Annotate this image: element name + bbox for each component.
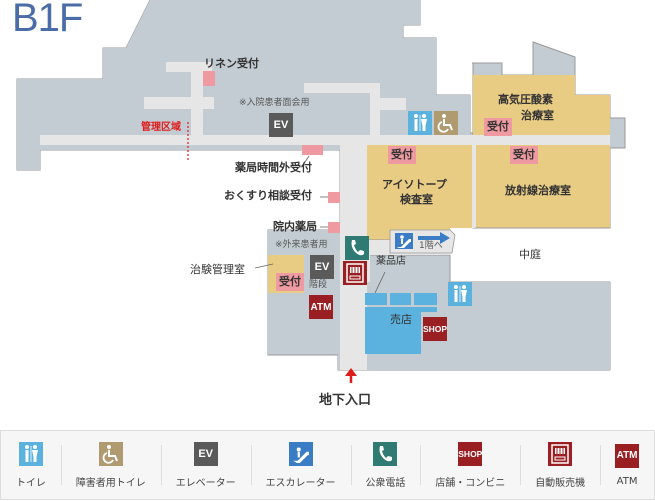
elevator-icon-outpatient: EV xyxy=(310,255,334,279)
legend-item-phone: 公衆電話 xyxy=(350,431,421,499)
reception-hyperbaric: 受付 xyxy=(484,118,512,136)
accessible-toilet-icon xyxy=(98,441,123,466)
escalator-icon xyxy=(288,441,313,466)
legend-item-toilet: トイレ xyxy=(1,431,61,499)
legend-label: 障害者用トイレ xyxy=(75,477,146,489)
reception-clinical-trial: 受付 xyxy=(276,273,304,291)
label-clinical-trial: 治験管理室 xyxy=(190,263,245,276)
legend-item-escalator: エスカレーター xyxy=(250,431,351,499)
legend-label: エスカレーター xyxy=(265,477,336,489)
label-isotope-2: 検査室 xyxy=(400,193,433,206)
phone-icon xyxy=(373,441,398,466)
legend-item-atm: ATM ATM xyxy=(600,431,654,499)
elevator-icon: EV xyxy=(193,441,218,466)
toilet-icon-upper xyxy=(408,111,432,135)
label-courtyard: 中庭 xyxy=(519,248,541,261)
vending-machine-icon xyxy=(548,441,573,466)
label-in-hospital-pharmacy: 院内薬局 xyxy=(273,220,317,233)
label-isotope-1: アイソトープ xyxy=(382,178,447,191)
elevator-icon-inpatient: EV xyxy=(269,113,293,137)
atm-icon: ATM xyxy=(309,295,333,319)
label-to-1f: 1階へ xyxy=(419,241,443,251)
phone-icon xyxy=(345,236,369,260)
escalator-icon xyxy=(395,233,413,249)
label-linen-reception: リネン受付 xyxy=(204,57,259,70)
label-hyperbaric-1: 高気圧酸素 xyxy=(498,93,553,106)
atm-icon: ATM xyxy=(615,443,640,468)
label-underground-entrance: 地下入口 xyxy=(319,393,372,408)
legend-item-shop: SHOP 店舗・コンビニ xyxy=(420,431,520,499)
shop-icon: SHOP xyxy=(423,317,447,341)
legend-label: トイレ xyxy=(15,477,46,489)
label-visitor-note: ※入院患者面会用 xyxy=(239,98,310,108)
legend-item-accessible-toilet: 障害者用トイレ xyxy=(60,431,161,499)
label-drugstore: 薬品店 xyxy=(376,256,406,267)
label-radiation-therapy: 放射線治療室 xyxy=(505,184,571,197)
legend-label: 店舗・コンビニ xyxy=(435,477,506,489)
label-restricted-area: 管理区域 xyxy=(141,122,181,133)
label-pharmacy-after-hours: 薬局時間外受付 xyxy=(235,161,312,174)
shop-icon: SHOP xyxy=(458,441,482,466)
label-hyperbaric-2: 治療室 xyxy=(521,109,554,122)
legend-item-vending-machine: 自動販売機 xyxy=(520,431,600,499)
toilet-icon-lower xyxy=(448,282,472,306)
legend-label: 公衆電話 xyxy=(365,477,406,489)
floor-map: B1F リネン受付 ※入院患者面会用 管理区域 薬局時間外受付 おくすり相談受付… xyxy=(12,0,626,408)
legend-label: エレベーター xyxy=(175,477,236,489)
floor-title: B1F xyxy=(12,0,83,40)
accessible-toilet-icon xyxy=(434,111,458,135)
toilet-icon xyxy=(18,441,43,466)
label-store: 売店 xyxy=(390,313,412,326)
label-medicine-consult: おくすり相談受付 xyxy=(224,189,312,202)
floor-plan-shapes xyxy=(16,0,626,383)
label-stairs: 階段 xyxy=(309,280,328,290)
legend-item-elevator: EV エレベーター xyxy=(160,431,251,499)
legend-label: 自動販売機 xyxy=(535,477,586,489)
legend: トイレ 障害者用トイレ EV エレベーター エスカレーター 公衆電話 SHOP … xyxy=(0,430,655,500)
vending-machine-icon xyxy=(343,261,367,285)
reception-isotope: 受付 xyxy=(388,146,416,164)
reception-radiation: 受付 xyxy=(510,146,538,164)
label-outpatient-note: ※外来患者用 xyxy=(275,240,328,250)
legend-label: ATM xyxy=(616,475,638,487)
